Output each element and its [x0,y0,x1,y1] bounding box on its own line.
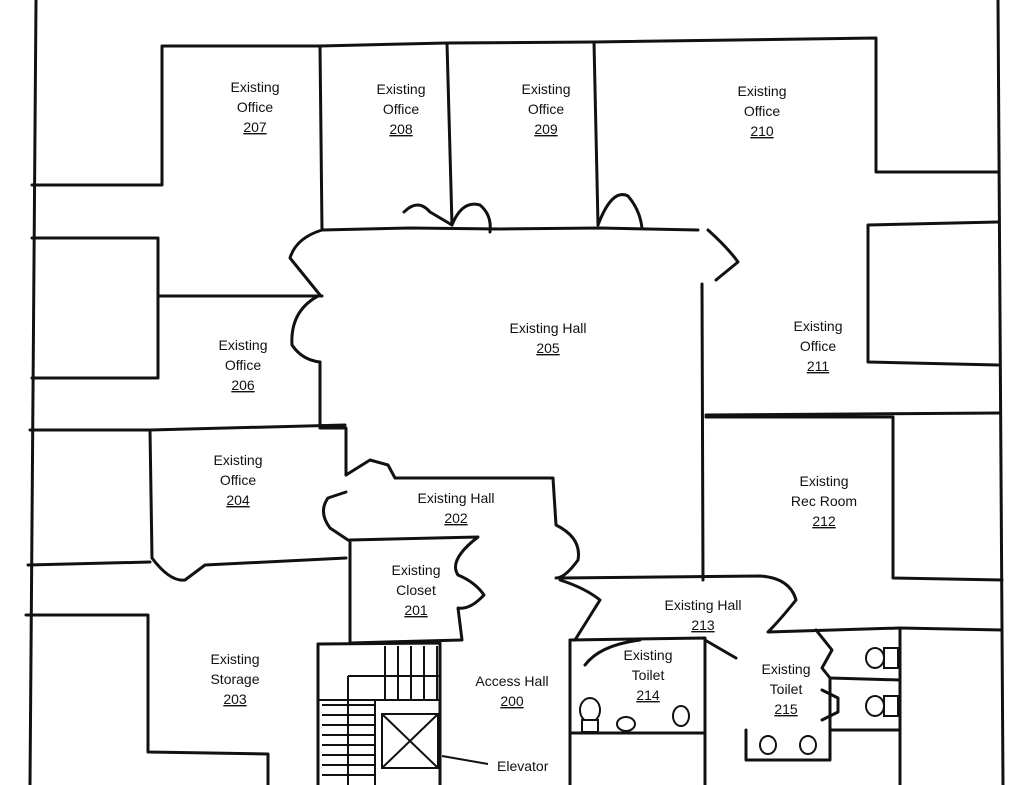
svg-text:206: 206 [231,377,255,393]
room-label-203: Existing Storage 203 [210,651,259,707]
svg-text:Office: Office [237,99,274,115]
svg-text:203: 203 [223,691,247,707]
svg-text:215: 215 [774,701,798,717]
toilet-rooms [568,626,902,785]
svg-text:209: 209 [534,121,558,137]
room-label-200: Access Hall 200 [475,673,548,709]
room-label-210: Existing Office 210 [737,83,786,139]
svg-text:Office: Office [528,101,565,117]
svg-text:213: 213 [691,617,715,633]
svg-text:212: 212 [812,513,836,529]
svg-text:200: 200 [500,693,524,709]
svg-text:Existing: Existing [376,81,425,97]
svg-text:210: 210 [750,123,774,139]
svg-text:Existing: Existing [521,81,570,97]
svg-text:Existing Hall: Existing Hall [417,490,494,506]
svg-text:208: 208 [389,121,413,137]
svg-text:Existing: Existing [210,651,259,667]
room-label-215: Existing Toilet 215 [761,661,810,717]
svg-text:Existing: Existing [799,473,848,489]
svg-text:Existing: Existing [213,452,262,468]
central-walls [26,282,1004,582]
svg-text:Office: Office [225,357,262,373]
hall-202-walls [322,458,581,645]
door-swings [288,193,740,364]
svg-text:Existing Hall: Existing Hall [664,597,741,613]
svg-text:205: 205 [536,340,560,356]
svg-text:204: 204 [226,492,250,508]
svg-text:Access Hall: Access Hall [475,673,548,689]
svg-text:Office: Office [800,338,837,354]
svg-text:Office: Office [220,472,257,488]
room-label-205: Existing Hall 205 [509,320,586,356]
svg-text:214: 214 [636,687,660,703]
svg-text:Existing: Existing [391,562,440,578]
room-label-202: Existing Hall 202 [417,490,494,526]
room-label-211: Existing Office 211 [793,318,842,374]
svg-text:Existing: Existing [218,337,267,353]
svg-text:202: 202 [444,510,468,526]
svg-text:Closet: Closet [396,582,436,598]
elevator-label: Elevator [497,758,549,774]
svg-text:207: 207 [243,119,267,135]
room-label-212: Existing Rec Room 212 [791,473,857,529]
svg-text:Existing: Existing [793,318,842,334]
svg-text:Existing: Existing [737,83,786,99]
exterior-walls [28,0,1005,785]
room-label-209: Existing Office 209 [521,81,570,137]
storage-stair-walls [24,613,442,785]
svg-text:Toilet: Toilet [770,681,803,697]
svg-text:Toilet: Toilet [632,667,665,683]
room-label-206: Existing Office 206 [218,337,267,393]
svg-text:Existing: Existing [230,79,279,95]
svg-text:Office: Office [383,101,420,117]
room-label-204: Existing Office 204 [213,452,262,508]
svg-text:211: 211 [807,358,830,374]
svg-text:201: 201 [404,602,428,618]
svg-text:Existing: Existing [761,661,810,677]
svg-text:Rec Room: Rec Room [791,493,857,509]
svg-text:Existing: Existing [623,647,672,663]
room-label-201: Existing Closet 201 [391,562,440,618]
elevator-shaft [381,713,489,769]
svg-text:Office: Office [744,103,781,119]
svg-text:Existing Hall: Existing Hall [509,320,586,336]
room-label-213: Existing Hall 213 [664,597,741,633]
room-label-208: Existing Office 208 [376,81,425,137]
room-label-214: Existing Toilet 214 [623,647,672,703]
room-label-207: Existing Office 207 [230,79,279,135]
svg-text:Storage: Storage [210,671,259,687]
top-office-walls [30,36,1000,380]
hall-213-walls [558,574,1004,642]
